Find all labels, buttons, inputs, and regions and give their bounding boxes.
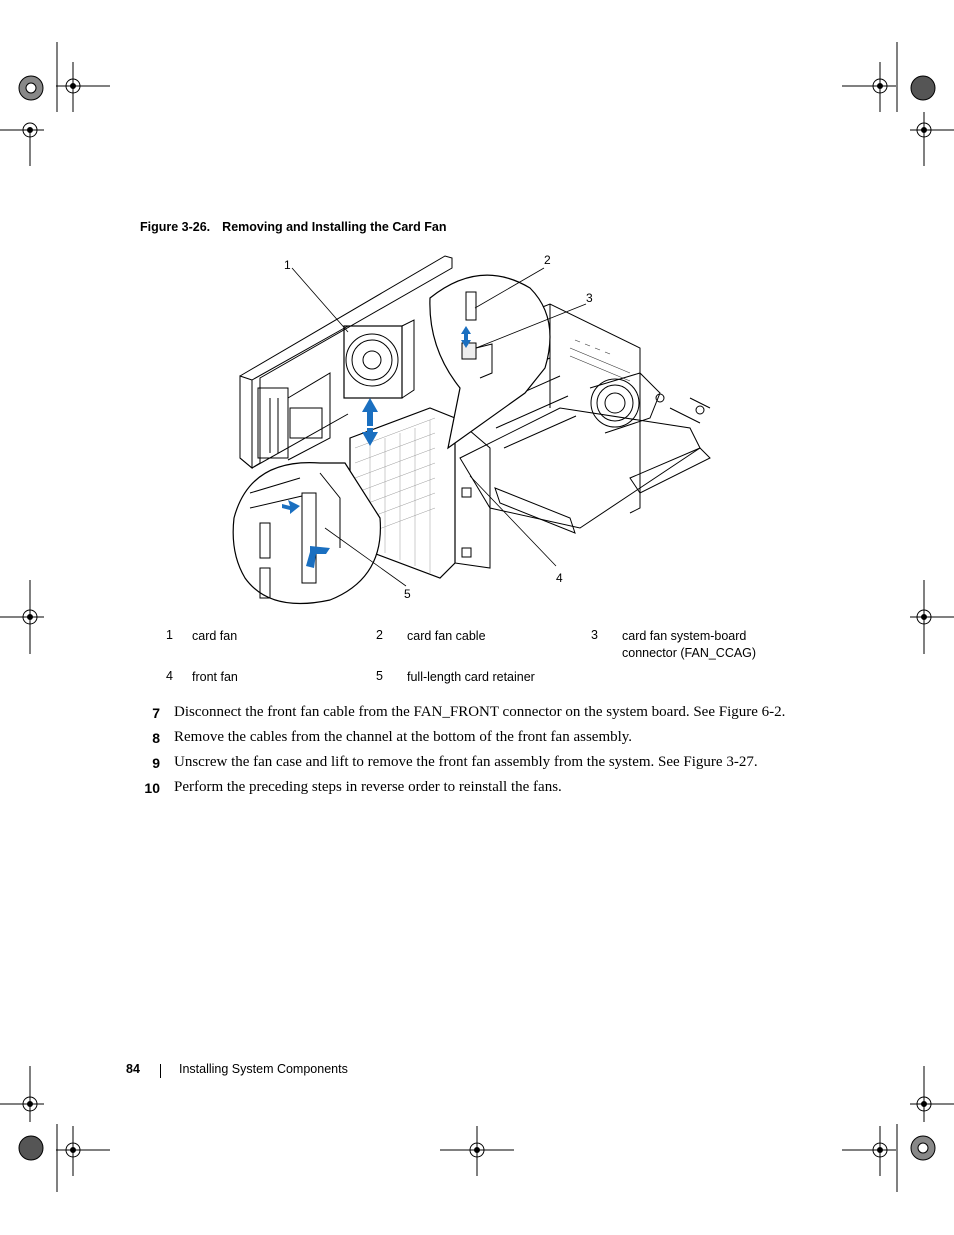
legend-number: 2 [376,628,383,642]
step-number: 10 [144,780,160,796]
callout-2: 2 [544,253,551,267]
legend-number: 4 [166,669,173,683]
card-fan-illustration: 1 2 3 4 5 [232,253,711,605]
step-number: 9 [152,755,160,771]
callout-4: 4 [556,571,563,585]
legend-number: 1 [166,628,173,642]
callout-5-leader [324,527,407,587]
step-number: 8 [152,730,160,746]
step-text: Disconnect the front fan cable from the … [174,704,786,720]
card-retainer-inset [232,462,382,605]
legend-label: card fan system-board connector (FAN_CCA… [622,629,757,660]
blue-arrows [282,326,471,568]
step-number: 7 [152,705,160,721]
footer-section-title: Installing System Components [179,1062,348,1076]
card-fan [343,325,403,399]
legend-label: front fan [192,670,238,684]
legend-number: 5 [376,669,383,683]
step-text: Unscrew the fan case and lift to remove … [174,754,758,770]
figure-caption: Figure 3-26. Removing and Installing the … [140,220,447,234]
step-text: Remove the cables from the channel at th… [174,729,633,745]
figure-caption-number: Figure 3-26. [140,220,211,234]
callout-4-leader [469,475,557,567]
figure-caption-title: Removing and Installing the Card Fan [222,220,447,234]
legend-number: 3 [591,628,598,642]
connector-inset [429,274,551,450]
legend-label: card fan cable [407,629,486,643]
footer-separator [160,1064,161,1078]
callout-1-leader [291,267,349,333]
callout-2-leader [474,267,545,309]
callout-3-leader [475,303,587,349]
step-text: Perform the preceding steps in reverse o… [174,779,562,795]
callout-1: 1 [284,258,291,272]
callout-5: 5 [404,587,411,601]
legend-label: full-length card retainer [407,670,535,684]
callout-3: 3 [586,291,593,305]
page-number: 84 [126,1062,140,1076]
legend-label: card fan [192,629,238,643]
